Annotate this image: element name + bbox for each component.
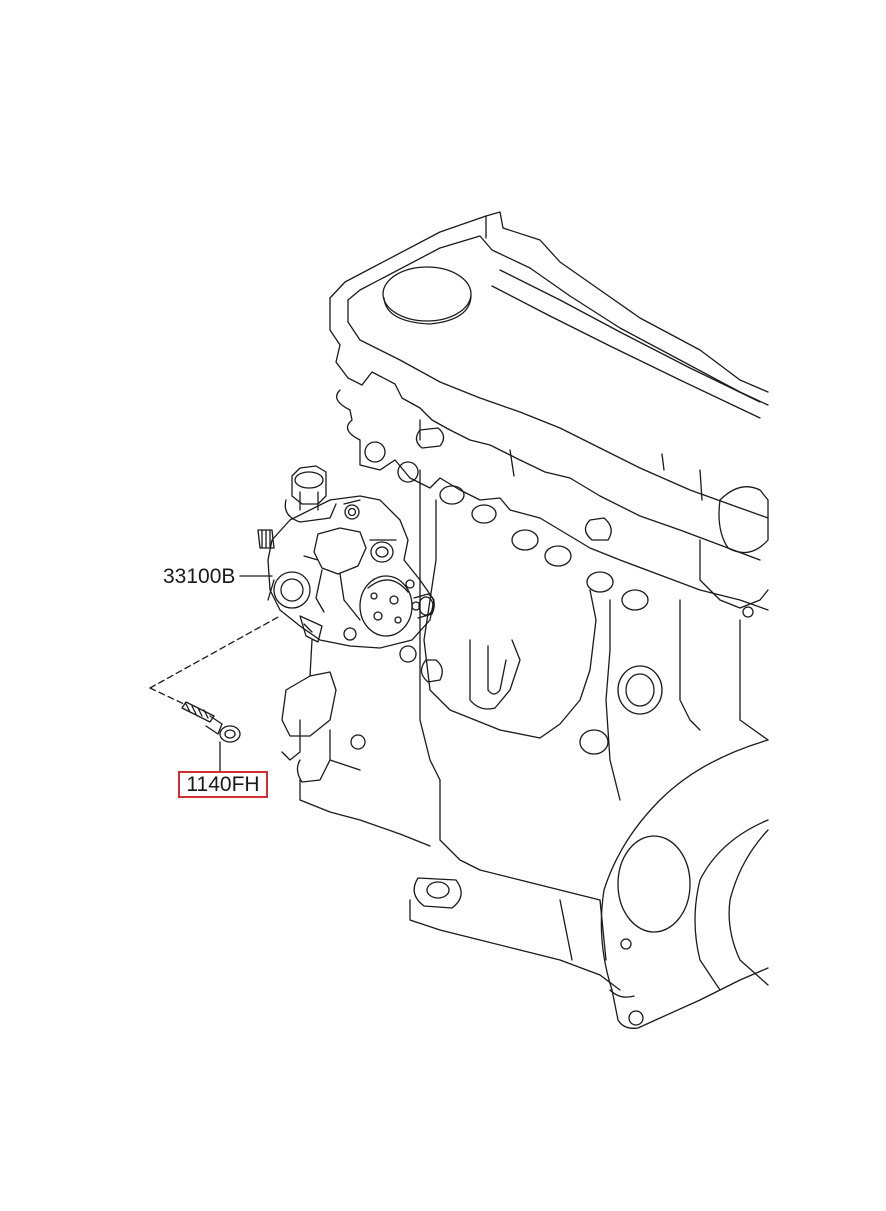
pump-part-number-label: 33100B <box>163 565 236 588</box>
bolt-part-number-label[interactable]: 1140FH <box>178 771 268 798</box>
flange-bolt-drawing <box>181 701 241 743</box>
engine-block-drawing <box>281 211 769 1029</box>
leader-lines <box>149 575 281 772</box>
fuel-pump-drawing <box>257 465 435 649</box>
